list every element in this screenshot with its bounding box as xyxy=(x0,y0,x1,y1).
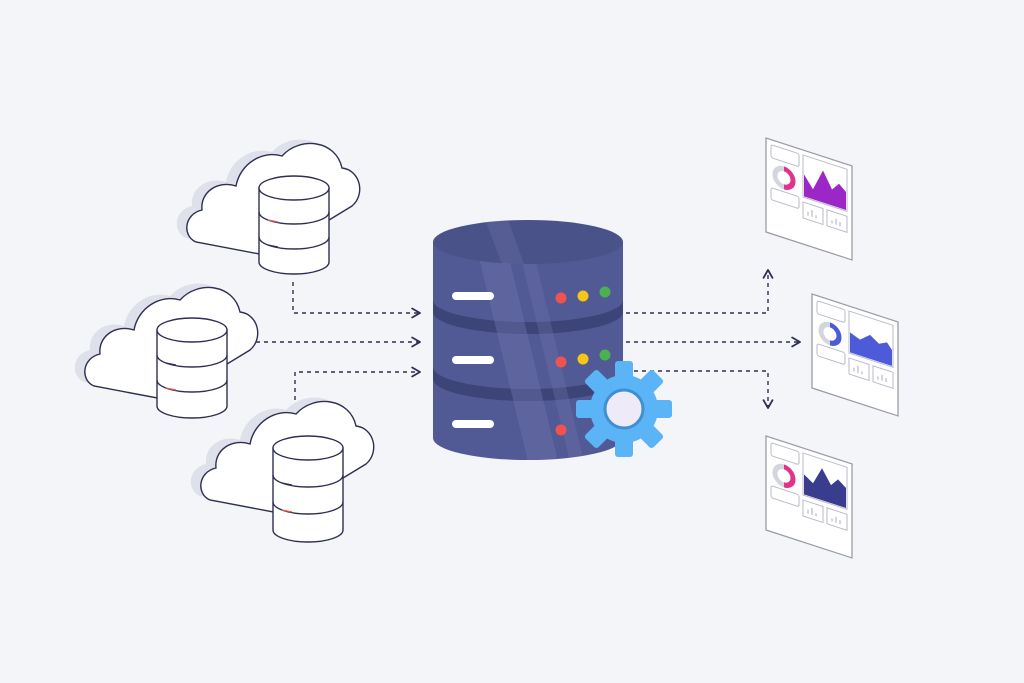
arrow-hub-to-top-dashboard xyxy=(626,269,774,314)
server-highlights xyxy=(470,242,586,460)
cloud-database-bottom xyxy=(190,397,375,543)
area-chart-icon xyxy=(802,452,848,510)
server-slot-top xyxy=(452,292,494,300)
central-database-server xyxy=(433,220,623,460)
settings-gear-icon xyxy=(576,361,672,457)
donut-chart-icon xyxy=(772,165,796,190)
area-chart-icon xyxy=(848,310,894,368)
dashboard-top xyxy=(765,137,853,261)
server-slot-bottom xyxy=(452,420,494,428)
server-tier-gap xyxy=(433,300,623,334)
server-top-highlight xyxy=(486,220,524,264)
database-icon xyxy=(258,175,330,275)
database-icon xyxy=(272,435,344,543)
server-top xyxy=(433,220,623,264)
donut-chart-icon xyxy=(818,321,842,346)
donut-chart-icon xyxy=(772,463,796,488)
database-icon xyxy=(156,317,228,419)
server-status-leds xyxy=(555,286,611,436)
dashboard-middle xyxy=(811,293,899,417)
cloud-database-top xyxy=(176,139,361,275)
server-slot-middle xyxy=(452,356,494,364)
area-chart-icon xyxy=(802,154,848,212)
arrow-top-source-to-hub xyxy=(292,282,421,319)
cloud-database-middle xyxy=(74,283,259,419)
dashboard-bottom xyxy=(765,435,853,559)
outgoing-arrows xyxy=(626,269,801,409)
server-tier-gap xyxy=(433,367,623,401)
